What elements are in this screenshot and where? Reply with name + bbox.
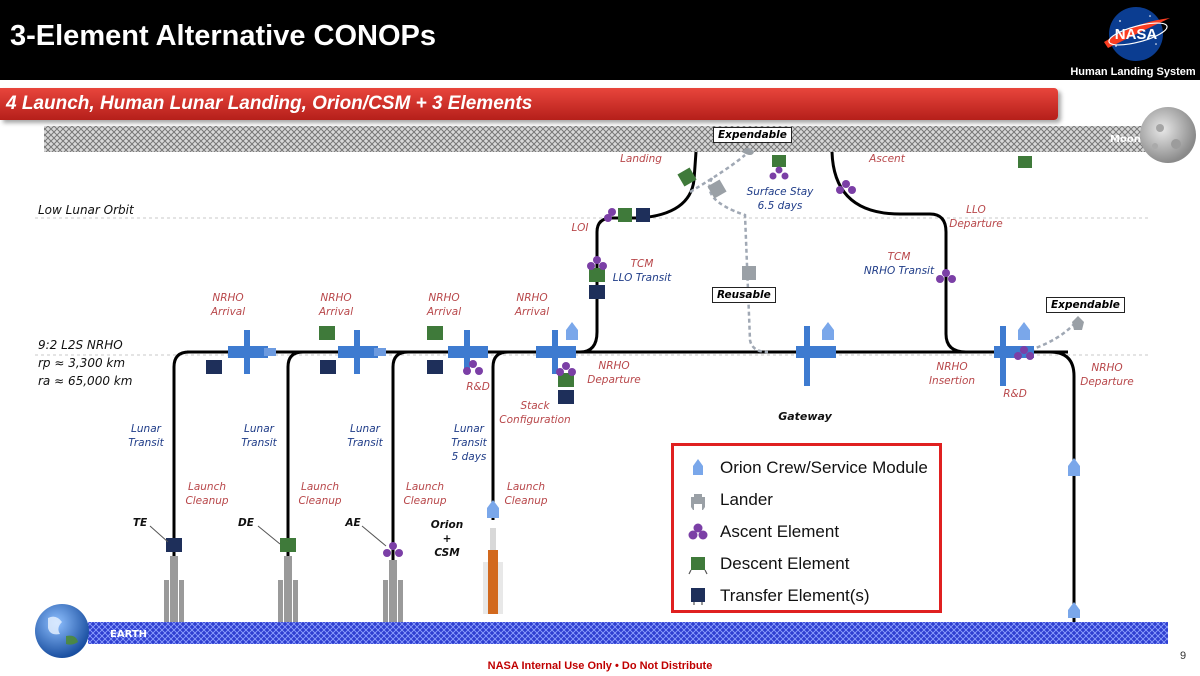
orion-capsule-icon bbox=[487, 322, 1080, 618]
legend-item-lander: Lander bbox=[684, 488, 939, 512]
reusable-path bbox=[708, 177, 769, 354]
launch-vehicle-sls bbox=[483, 528, 503, 614]
nasa-logo-icon: NASA bbox=[1104, 7, 1170, 61]
moon-surface bbox=[44, 126, 1150, 152]
moon-label: Moon bbox=[1110, 134, 1141, 145]
launch-vehicle-te bbox=[164, 556, 184, 622]
legend-label: Ascent Element bbox=[720, 522, 840, 541]
legend-label: Lander bbox=[720, 490, 773, 509]
earth-label: EARTH bbox=[110, 629, 148, 640]
llo-transit-label: LLO Transit bbox=[612, 272, 672, 284]
orion-icon bbox=[693, 459, 703, 475]
te-label: TE bbox=[132, 517, 148, 529]
transfer-element-icon bbox=[691, 588, 705, 605]
lander-icon bbox=[691, 494, 705, 510]
descent-element-icon bbox=[280, 155, 1032, 552]
gateway-station-3 bbox=[448, 330, 488, 374]
orion-launch-path bbox=[491, 350, 509, 520]
program-label: Human Landing System bbox=[1070, 66, 1196, 78]
legend-label: Transfer Element(s) bbox=[720, 586, 870, 605]
subtitle: 4 Launch, Human Lunar Landing, Orion/CSM… bbox=[6, 93, 533, 114]
loi-label: LOI bbox=[571, 222, 589, 234]
moon-icon bbox=[1140, 107, 1196, 163]
tcm-label-1: TCM bbox=[630, 258, 654, 270]
nasa-logo-text: NASA bbox=[1115, 26, 1158, 43]
expendable-box-2: Expendable bbox=[1046, 297, 1125, 313]
landing-label: Landing bbox=[620, 153, 662, 165]
legend-item-ascent: Ascent Element bbox=[684, 520, 939, 544]
expendable-box-1: Expendable bbox=[713, 127, 792, 143]
te-launch-path bbox=[172, 350, 190, 622]
tcm-label-2: TCM bbox=[887, 251, 911, 263]
gateway-station-2 bbox=[338, 330, 386, 374]
page-number: 9 bbox=[1180, 650, 1187, 662]
earth-surface bbox=[88, 622, 1168, 644]
descent-path bbox=[579, 151, 698, 354]
header-bar bbox=[0, 0, 1200, 80]
descent-element-icon bbox=[688, 557, 708, 575]
rd-label-1: R&D bbox=[466, 381, 490, 393]
legend-item-orion: Orion Crew/Service Module bbox=[684, 456, 939, 480]
earth-return-path bbox=[1049, 350, 1076, 622]
legend-item-transfer: Transfer Element(s) bbox=[684, 584, 939, 608]
de-label: DE bbox=[238, 517, 254, 529]
legend-label: Orion Crew/Service Module bbox=[720, 458, 928, 477]
nrho-transit-label: NRHO Transit bbox=[863, 265, 935, 277]
launch-vehicle-de bbox=[278, 556, 298, 622]
gateway-station-1 bbox=[228, 330, 276, 374]
gateway-label: Gateway bbox=[778, 410, 832, 423]
page-title: 3-Element Alternative CONOPs bbox=[10, 20, 436, 52]
rd-label-2: R&D bbox=[1003, 388, 1027, 400]
legend-label: Descent Element bbox=[720, 554, 850, 573]
earth-icon bbox=[35, 604, 89, 658]
ascent-element-icon bbox=[688, 523, 708, 540]
nrho-name-label: 9:2 L2S NRHO bbox=[38, 338, 123, 352]
reusable-box: Reusable bbox=[712, 287, 776, 303]
rp-label: rp ≈ 3,300 km bbox=[38, 356, 126, 370]
ae-label: AE bbox=[345, 517, 361, 529]
gateway-station-4 bbox=[536, 330, 576, 374]
launch-vehicle-ae bbox=[383, 560, 403, 622]
de-launch-path bbox=[286, 350, 304, 622]
ascent-element-icon bbox=[383, 166, 1034, 557]
ra-label: ra ≈ 65,000 km bbox=[38, 374, 133, 388]
llo-label: Low Lunar Orbit bbox=[38, 203, 134, 217]
ascent-path bbox=[830, 151, 967, 354]
orion-csm-label: Orion+CSM bbox=[430, 519, 464, 559]
transfer-element-icon bbox=[166, 208, 650, 552]
lander-icon bbox=[707, 148, 1084, 330]
legend: Orion Crew/Service Module Lander Ascent … bbox=[671, 443, 942, 613]
subtitle-banner bbox=[0, 88, 1058, 120]
ascent-label: Ascent bbox=[869, 153, 905, 165]
gateway-station-main bbox=[796, 326, 836, 386]
legend-item-descent: Descent Element bbox=[684, 552, 939, 576]
footer-notice: NASA Internal Use Only • Do Not Distribu… bbox=[487, 660, 713, 672]
ae-launch-path bbox=[391, 350, 409, 622]
